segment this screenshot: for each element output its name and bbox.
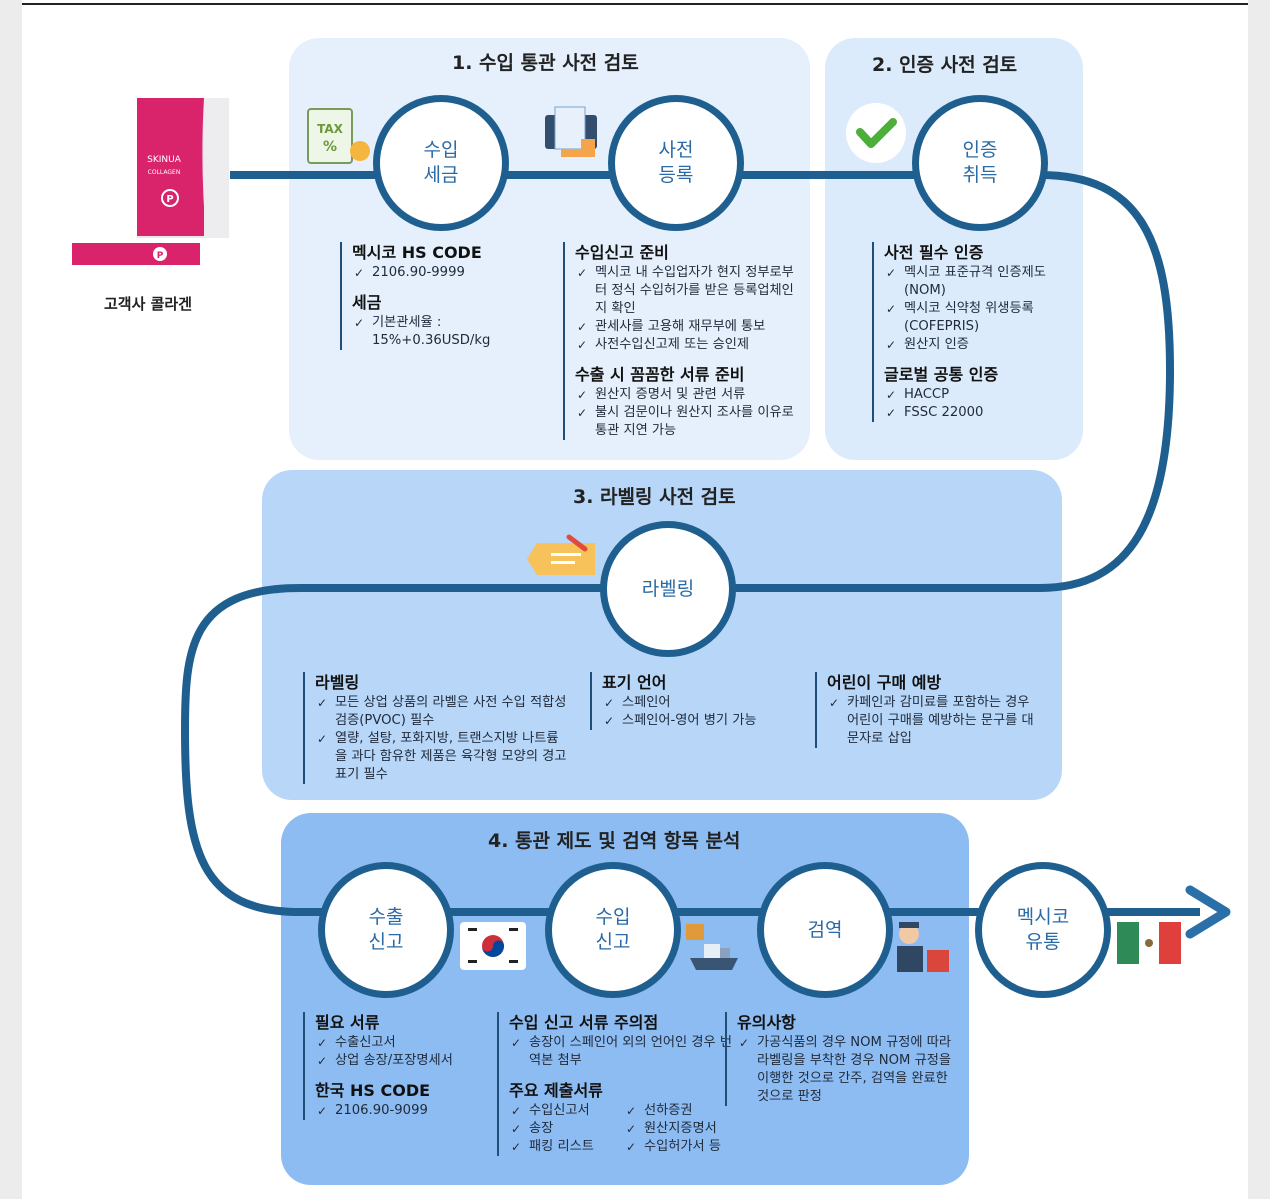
certification-block: 사전 필수 인증 멕시코 표준규격 인증제도(NOM) 멕시코 식약청 위생등록… xyxy=(872,242,1059,422)
svg-text:P: P xyxy=(157,251,164,261)
korea-flag-icon xyxy=(460,922,526,970)
language-block: 표기 언어 스페인어 스페인어-영어 병기 가능 xyxy=(590,672,802,730)
step-labeling: 라벨링 xyxy=(600,521,736,657)
svg-text:P: P xyxy=(166,194,173,205)
collagen-product-image: SKINUA COLLAGEN P xyxy=(132,96,232,246)
top-divider xyxy=(22,3,1248,5)
section-4-title: 4. 통관 제도 및 검역 항목 분석 xyxy=(488,830,741,852)
import-docs-block: 수입 신고 서류 주의점 송장이 스페인어 외의 언어인 경우 번역본 첨부 주… xyxy=(497,1012,739,1156)
flow-line xyxy=(180,171,1200,916)
step-quarantine: 검역 xyxy=(757,862,893,998)
section-3-title: 3. 라벨링 사전 검토 xyxy=(573,486,736,508)
import-prep-block: 수입신고 준비 멕시코 내 수입업자가 현지 정부로부터 정식 수입허가를 받은… xyxy=(563,242,800,440)
product-brand-text: SKINUA xyxy=(147,155,182,165)
collagen-stick-pack: P xyxy=(72,240,202,270)
check-icon xyxy=(843,100,909,166)
document-register-icon xyxy=(541,105,603,165)
svg-text:TAX: TAX xyxy=(317,122,344,136)
svg-text:%: % xyxy=(323,139,337,155)
section-2-title: 2. 인증 사전 검토 xyxy=(872,54,1018,76)
caution-block: 유의사항 가공식품의 경우 NOM 규정에 따라 라벨링을 부착한 경우 NOM… xyxy=(725,1012,962,1106)
label-tag-icon xyxy=(525,533,599,581)
flow-arrow-head xyxy=(1185,885,1231,939)
mexico-flag-icon xyxy=(1117,922,1181,964)
tax-icon: TAX % xyxy=(306,105,372,167)
product-label: 고객사 콜라겐 xyxy=(104,295,193,313)
cargo-ship-icon xyxy=(682,920,742,976)
section-1-title: 1. 수입 통관 사전 검토 xyxy=(452,52,639,74)
required-docs-block: 필요 서류 수출신고서 상업 송장/포장명세서 한국 HS CODE 2106.… xyxy=(303,1012,495,1120)
product-sub-text: COLLAGEN xyxy=(148,169,181,176)
child-purchase-block: 어린이 구매 예방 카페인과 감미료를 포함하는 경우 어린이 구매를 예방하는… xyxy=(815,672,1042,748)
hs-mexico-block: 멕시코 HS CODE 2106.90-9999 세금 기본관세율 : 15%+… xyxy=(340,242,502,350)
labeling-block: 라벨링 모든 상업 상품의 라벨은 사전 수입 적합성 검증(PVOC) 필수 … xyxy=(303,672,570,784)
customs-officer-icon xyxy=(893,920,953,976)
